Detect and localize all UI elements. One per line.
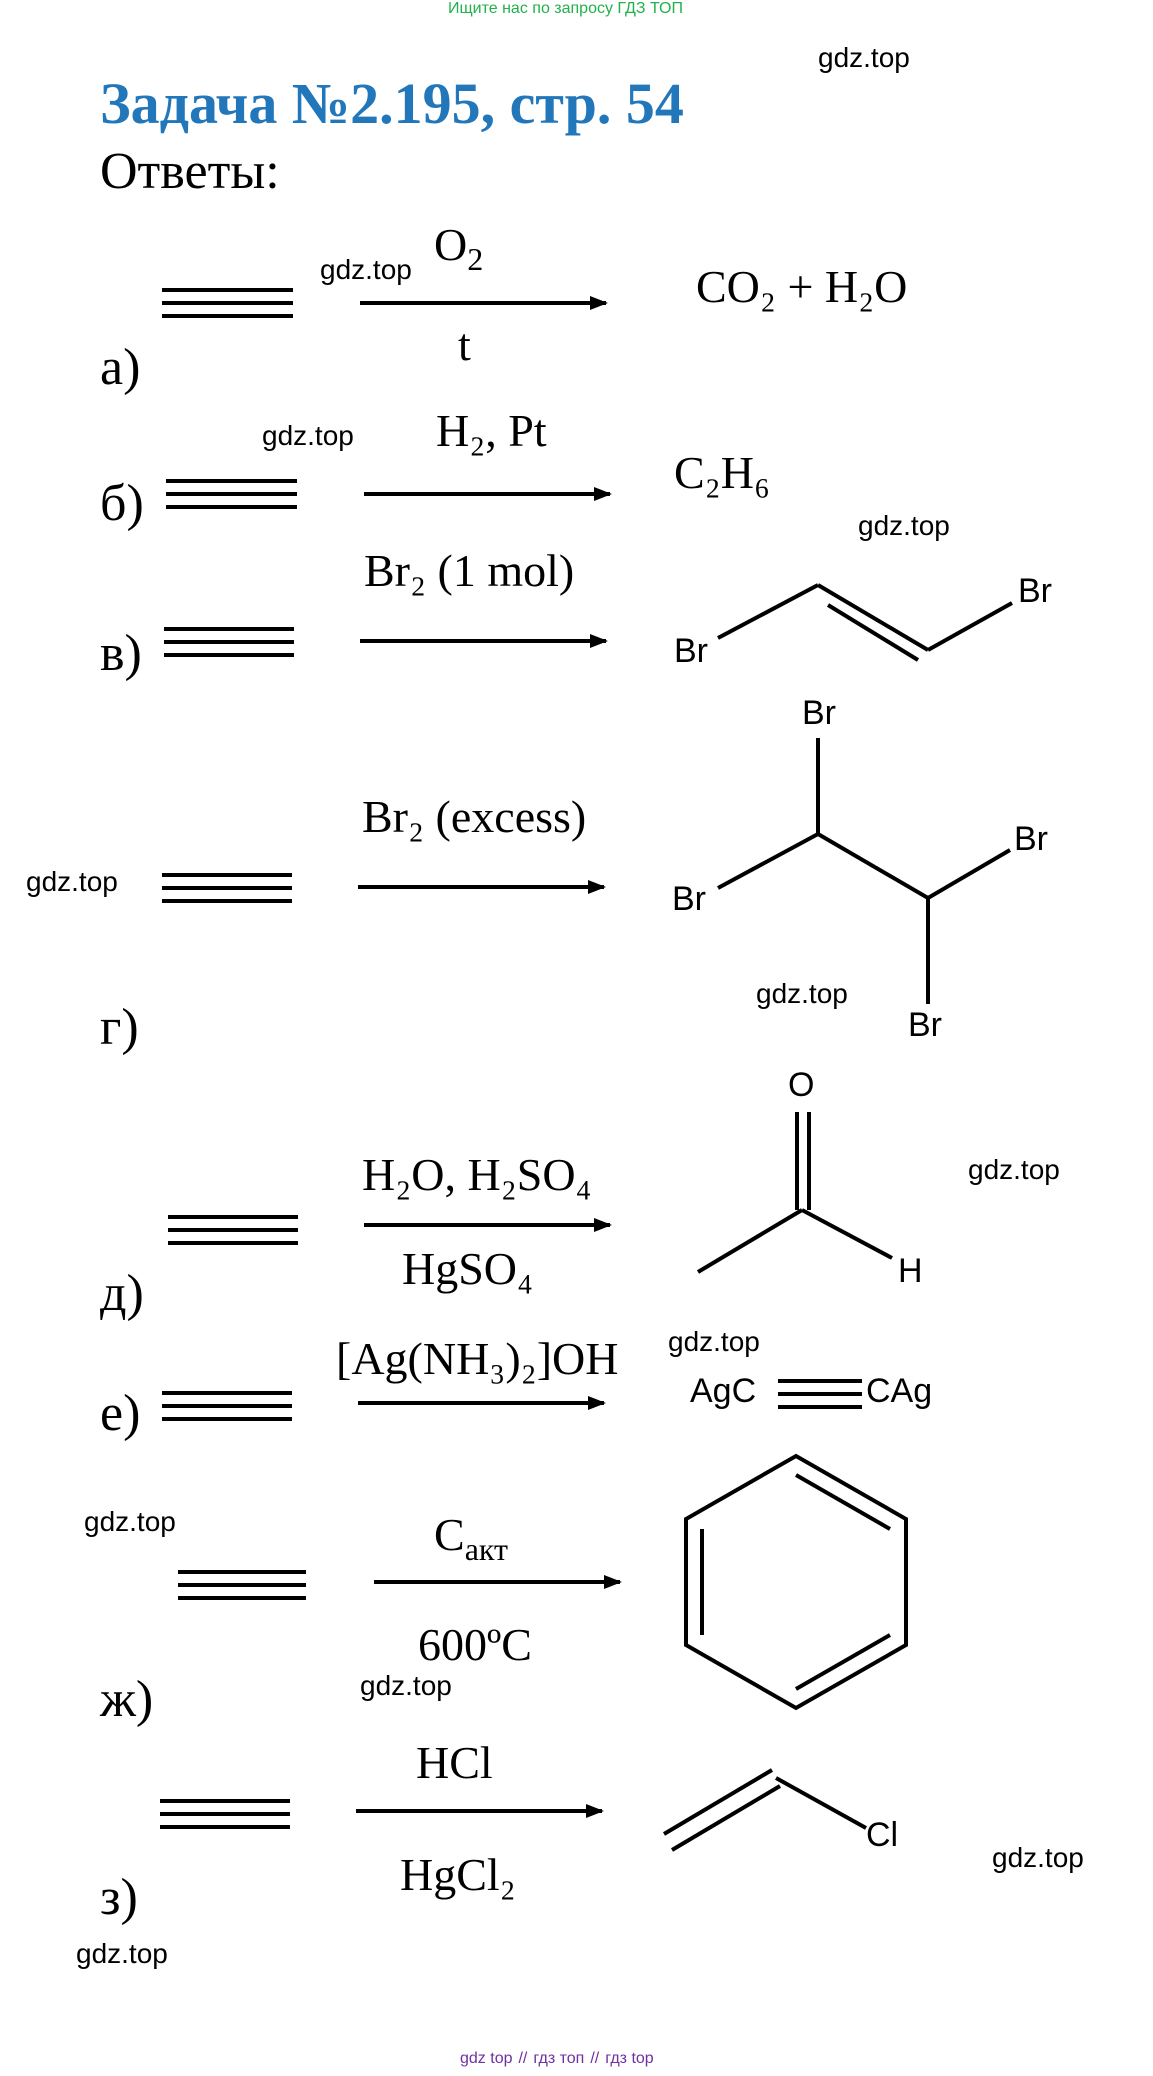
footer-link[interactable]: гдз top: [605, 2050, 654, 2067]
product-b: C₂H₆: [674, 447, 770, 498]
acetaldehyde-structure: [696, 1112, 893, 1274]
search-hint-link[interactable]: Ищите нас по запросу ГДЗ ТОП: [448, 0, 683, 17]
product-e-right: CAg: [866, 1372, 933, 1410]
page-title: Задача №2.195, стр. 54: [100, 71, 684, 136]
product-e-left: AgC: [690, 1372, 757, 1410]
reaction-label-b: б): [100, 475, 144, 532]
reaction-label-v: в): [100, 625, 142, 682]
alkyne-triple-bond-icon: [162, 1391, 292, 1421]
reaction-label-d: д): [100, 1265, 144, 1322]
condition-a: t: [458, 319, 471, 370]
footer-separator: //: [590, 2050, 600, 2067]
product-a: CO₂ + H₂O: [696, 261, 908, 312]
reaction-label-zh: ж): [100, 1671, 154, 1728]
atom-o: O: [788, 1066, 815, 1104]
atom-cl: Cl: [866, 1816, 899, 1854]
atom-br: Br: [1018, 572, 1052, 610]
watermark: gdz.top: [84, 1506, 176, 1537]
condition-zh: 600ºC: [418, 1619, 532, 1670]
watermark: gdz.top: [756, 978, 848, 1009]
watermark: gdz.top: [360, 1670, 452, 1701]
alkyne-triple-bond-icon: [178, 1570, 306, 1600]
benzene-ring-icon: [684, 1453, 908, 1711]
alkyne-triple-bond-icon: [166, 479, 297, 509]
atom-br: Br: [1014, 820, 1048, 858]
vinyl-chloride-structure: [662, 1768, 867, 1852]
footer-separator: //: [518, 2050, 528, 2067]
acetylide-triple-bond-icon: [778, 1379, 862, 1409]
footer-link[interactable]: гдз топ: [533, 2050, 585, 2067]
watermark: gdz.top: [262, 420, 354, 451]
watermark: gdz.top: [818, 42, 910, 73]
footer-links: gdz top // гдз топ // гдз top: [460, 2050, 654, 2068]
alkyne-triple-bond-icon: [162, 873, 292, 903]
reagent-v: Br₂ (1 mol): [364, 545, 575, 596]
tetrabromoethane-structure: [717, 738, 1012, 1004]
watermark: gdz.top: [26, 866, 118, 897]
atom-br: Br: [908, 1006, 942, 1044]
reaction-label-z: з): [100, 1869, 138, 1926]
reagent-e: [Ag(NH₃)₂]OH: [336, 1333, 619, 1384]
watermark: gdz.top: [76, 1938, 168, 1969]
alkyne-triple-bond-icon: [164, 627, 294, 657]
footer-link[interactable]: gdz top: [460, 2050, 513, 2067]
atom-br: Br: [802, 694, 836, 732]
watermark: gdz.top: [858, 510, 950, 541]
catalyst-d: HgSO₄: [402, 1243, 534, 1294]
watermark: gdz.top: [992, 1842, 1084, 1873]
answers-heading: Ответы:: [100, 143, 280, 200]
dibromoethene-structure: [717, 583, 1013, 662]
alkyne-triple-bond-icon: [162, 288, 293, 318]
reagent-g: Br₂ (excess): [362, 791, 587, 842]
reagent-b: H₂, Pt: [436, 405, 547, 456]
reagent-zh: Cакт: [434, 1509, 508, 1568]
watermark: gdz.top: [668, 1326, 760, 1357]
reaction-label-e: е): [100, 1385, 141, 1442]
reaction-label-a: а): [100, 339, 141, 396]
atom-h: H: [898, 1252, 923, 1290]
alkyne-triple-bond-icon: [160, 1799, 290, 1829]
atom-br: Br: [672, 880, 706, 918]
alkyne-triple-bond-icon: [168, 1215, 298, 1245]
reagent-d: H₂O, H₂SO₄: [362, 1149, 592, 1200]
reagent-a: O2: [434, 219, 484, 278]
atom-br: Br: [674, 632, 708, 670]
reaction-label-g: г): [100, 999, 139, 1056]
watermark: gdz.top: [320, 254, 412, 285]
watermark: gdz.top: [968, 1154, 1060, 1185]
catalyst-z: HgCl₂: [400, 1849, 516, 1900]
reagent-z: HCl: [416, 1737, 493, 1788]
